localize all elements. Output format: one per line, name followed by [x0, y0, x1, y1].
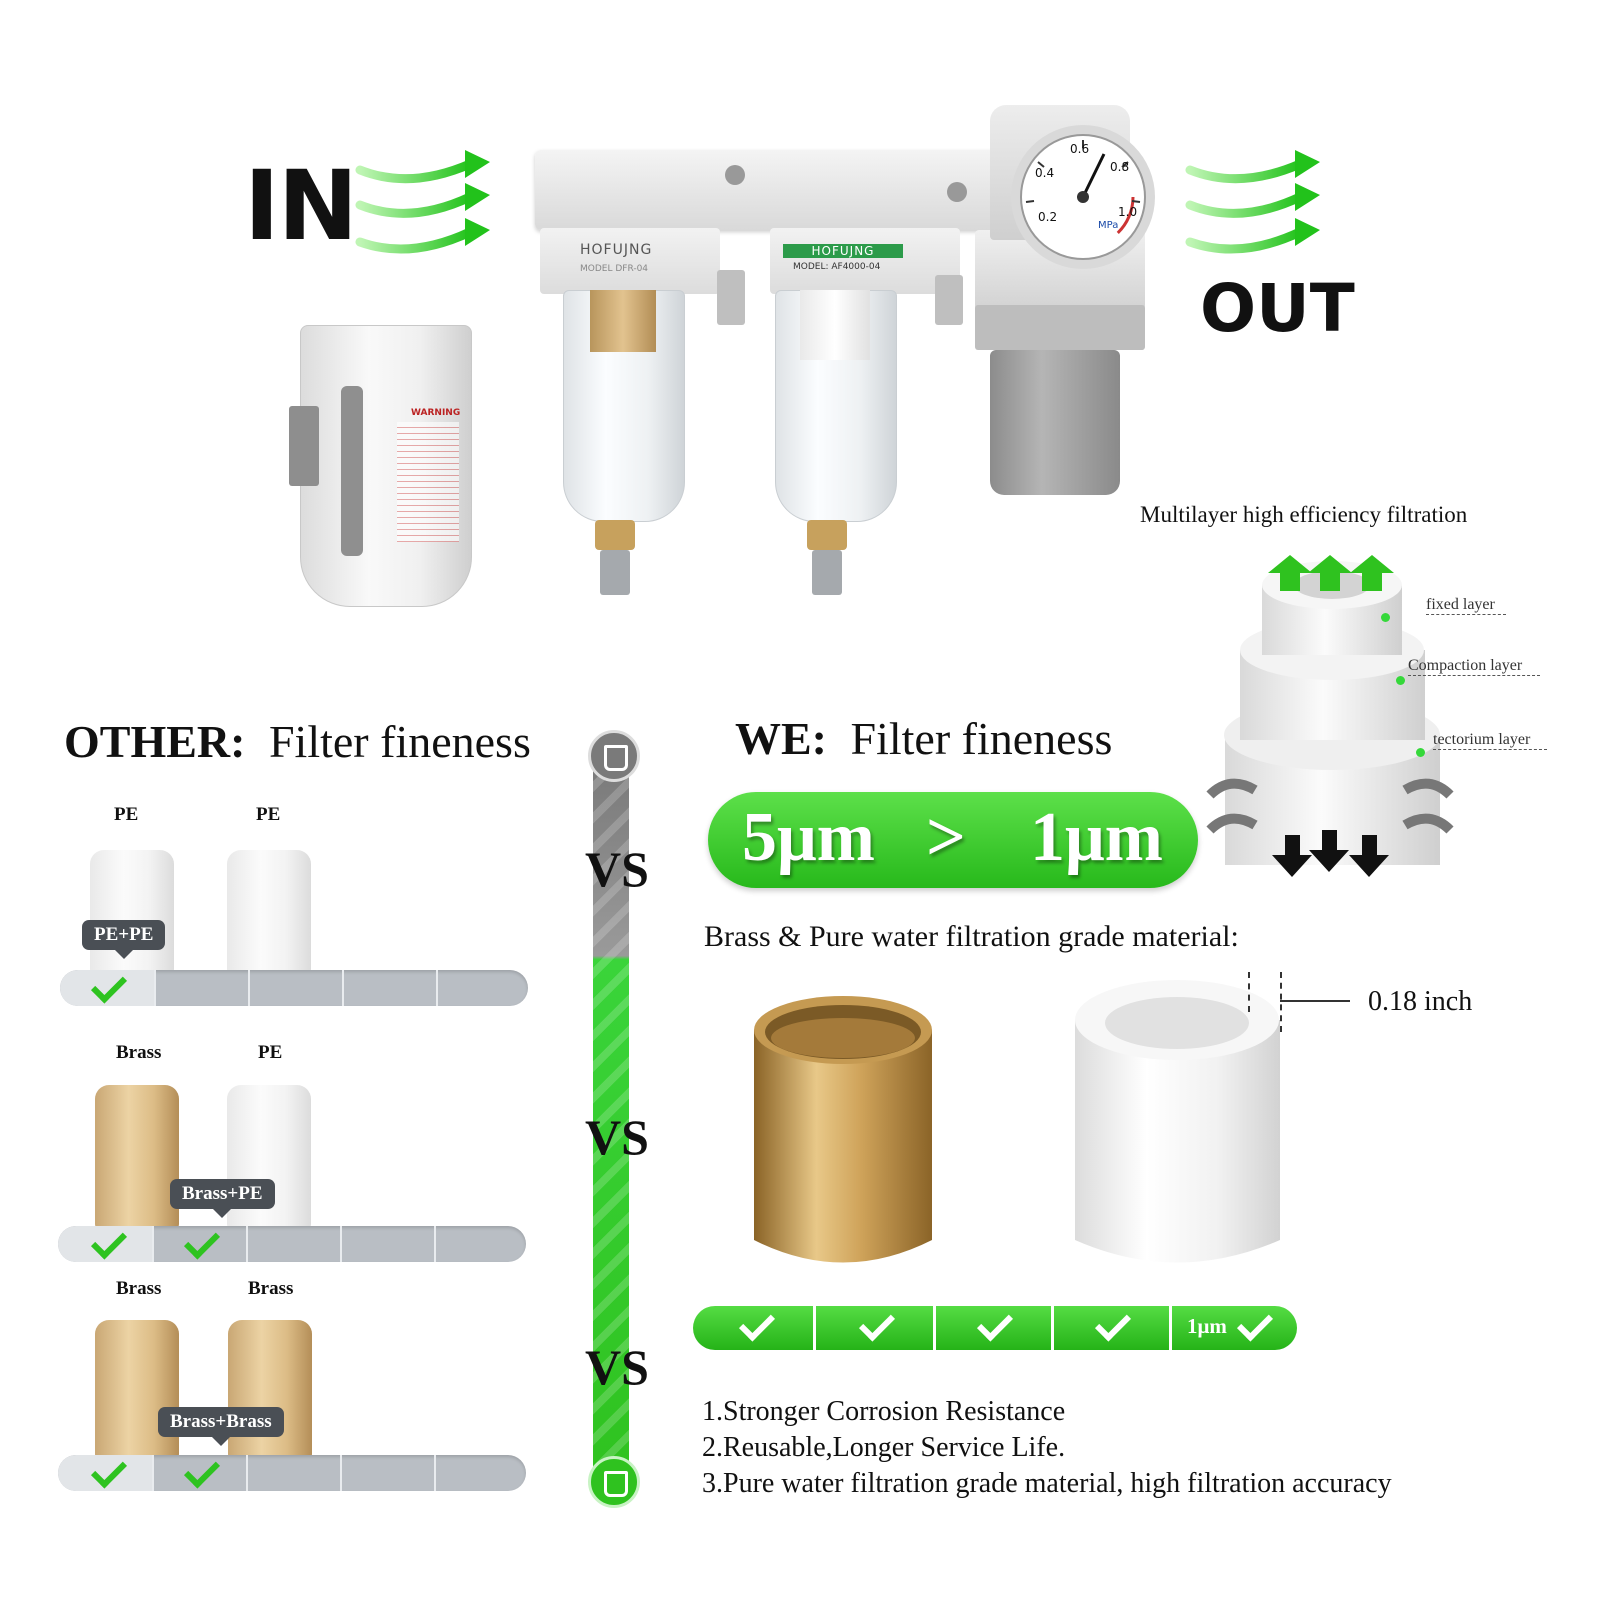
vs-label: VS [585, 841, 649, 897]
row3-right-label: Brass [248, 1278, 294, 1299]
vs-label: VS [585, 1109, 649, 1165]
filter-regulator-unit: HOFUJNG MODEL DFR-04 HOFUJNG MODEL: AF40… [535, 105, 1155, 600]
pressure-gauge-icon [1011, 125, 1155, 269]
checkmark-icon [976, 1306, 1014, 1342]
we-heading-bold: WE: [735, 713, 827, 764]
other-heading-rest: Filter fineness [268, 716, 531, 767]
fineness-banner: 5μm > 1μm [708, 792, 1198, 888]
banner-sign: > [926, 799, 966, 876]
row2-right-label: PE [258, 1042, 283, 1063]
filter-cup-icon [588, 1456, 640, 1508]
green-flow-arrows-icon [355, 150, 490, 254]
gauge-tick-10: 1.0 [1118, 205, 1138, 219]
layer-dot-fixed [1381, 613, 1390, 622]
checkmark-icon [1236, 1306, 1274, 1342]
brass-filter [228, 1320, 312, 1460]
pe-filter [227, 850, 311, 975]
combo-tag: Brass+Brass [158, 1407, 284, 1446]
row1-right-label: PE [256, 804, 281, 825]
fineness-bar [58, 1455, 526, 1491]
brass-filter [95, 1085, 179, 1230]
brand-left: HOFUJNG [580, 242, 653, 258]
other-heading-bold: OTHER: [64, 716, 246, 767]
we-heading: WE: Filter fineness [735, 712, 1112, 765]
checkmark-icon [738, 1306, 776, 1342]
row1-left-label: PE [114, 804, 139, 825]
pe-filter [1075, 980, 1280, 1263]
layer-label-compaction: Compaction layer [1408, 657, 1540, 676]
we-heading-rest: Filter fineness [850, 713, 1113, 764]
feature-point: 1.Stronger Corrosion Resistance [702, 1396, 1066, 1427]
row3-left-label: Brass [116, 1278, 162, 1299]
multilayer-title: Multilayer high efficiency filtration [1140, 502, 1468, 527]
green-flow-arrows-icon [1185, 150, 1320, 254]
other-heading: OTHER: Filter fineness [64, 715, 531, 768]
model-mid: MODEL: AF4000-04 [793, 262, 881, 272]
brand-mid: HOFUJNG [783, 244, 903, 258]
gauge-unit: MPa [1098, 220, 1119, 231]
banner-left-value: 5μm [742, 799, 875, 876]
bowl-warning: WARNING [411, 408, 461, 418]
thickness-label: 0.18 inch [1368, 986, 1473, 1017]
gauge-tick-06: 0.6 [1070, 142, 1090, 156]
checkmark-icon [1094, 1306, 1132, 1342]
brass-filter [95, 1320, 179, 1460]
row2-left-label: Brass [116, 1042, 162, 1063]
bar-end-label: 1μm [1187, 1314, 1227, 1338]
combo-tag: Brass+PE [170, 1179, 275, 1218]
feature-point: 2.Reusable,Longer Service Life. [702, 1432, 1066, 1463]
gauge-tick-02: 0.2 [1038, 210, 1058, 224]
brass-filter [754, 996, 932, 1263]
vs-track [593, 750, 629, 1485]
model-left: MODEL DFR-04 [580, 264, 649, 274]
fineness-bar [60, 970, 528, 1006]
fineness-bar [58, 1226, 526, 1262]
checkmark-icon [183, 1455, 221, 1489]
material-title: Brass & Pure water filtration grade mate… [704, 920, 1239, 953]
vs-label: VS [585, 1339, 649, 1395]
filter-bowl: WARNING [289, 325, 472, 607]
layer-label-tectorium: tectorium layer [1433, 731, 1547, 750]
feature-point: 3.Pure water filtration grade material, … [702, 1468, 1392, 1499]
layer-dot-compaction [1396, 676, 1405, 685]
banner-right-value: 1μm [1030, 799, 1163, 876]
layer-label-fixed: fixed layer [1426, 596, 1506, 615]
layer-dot-tectorium [1416, 748, 1425, 757]
combo-tag: PE+PE [82, 920, 166, 959]
gauge-tick-08: 0.8 [1110, 160, 1130, 174]
out-label: OUT [1200, 270, 1355, 347]
layered-filter-diagram [1206, 555, 1454, 877]
checkmark-icon [858, 1306, 896, 1342]
filter-cup-icon [588, 730, 640, 782]
we-fineness-bar: 1μm [693, 1306, 1297, 1350]
in-label: IN [244, 150, 358, 262]
checkmark-icon [183, 1226, 221, 1260]
gauge-tick-04: 0.4 [1035, 166, 1055, 180]
